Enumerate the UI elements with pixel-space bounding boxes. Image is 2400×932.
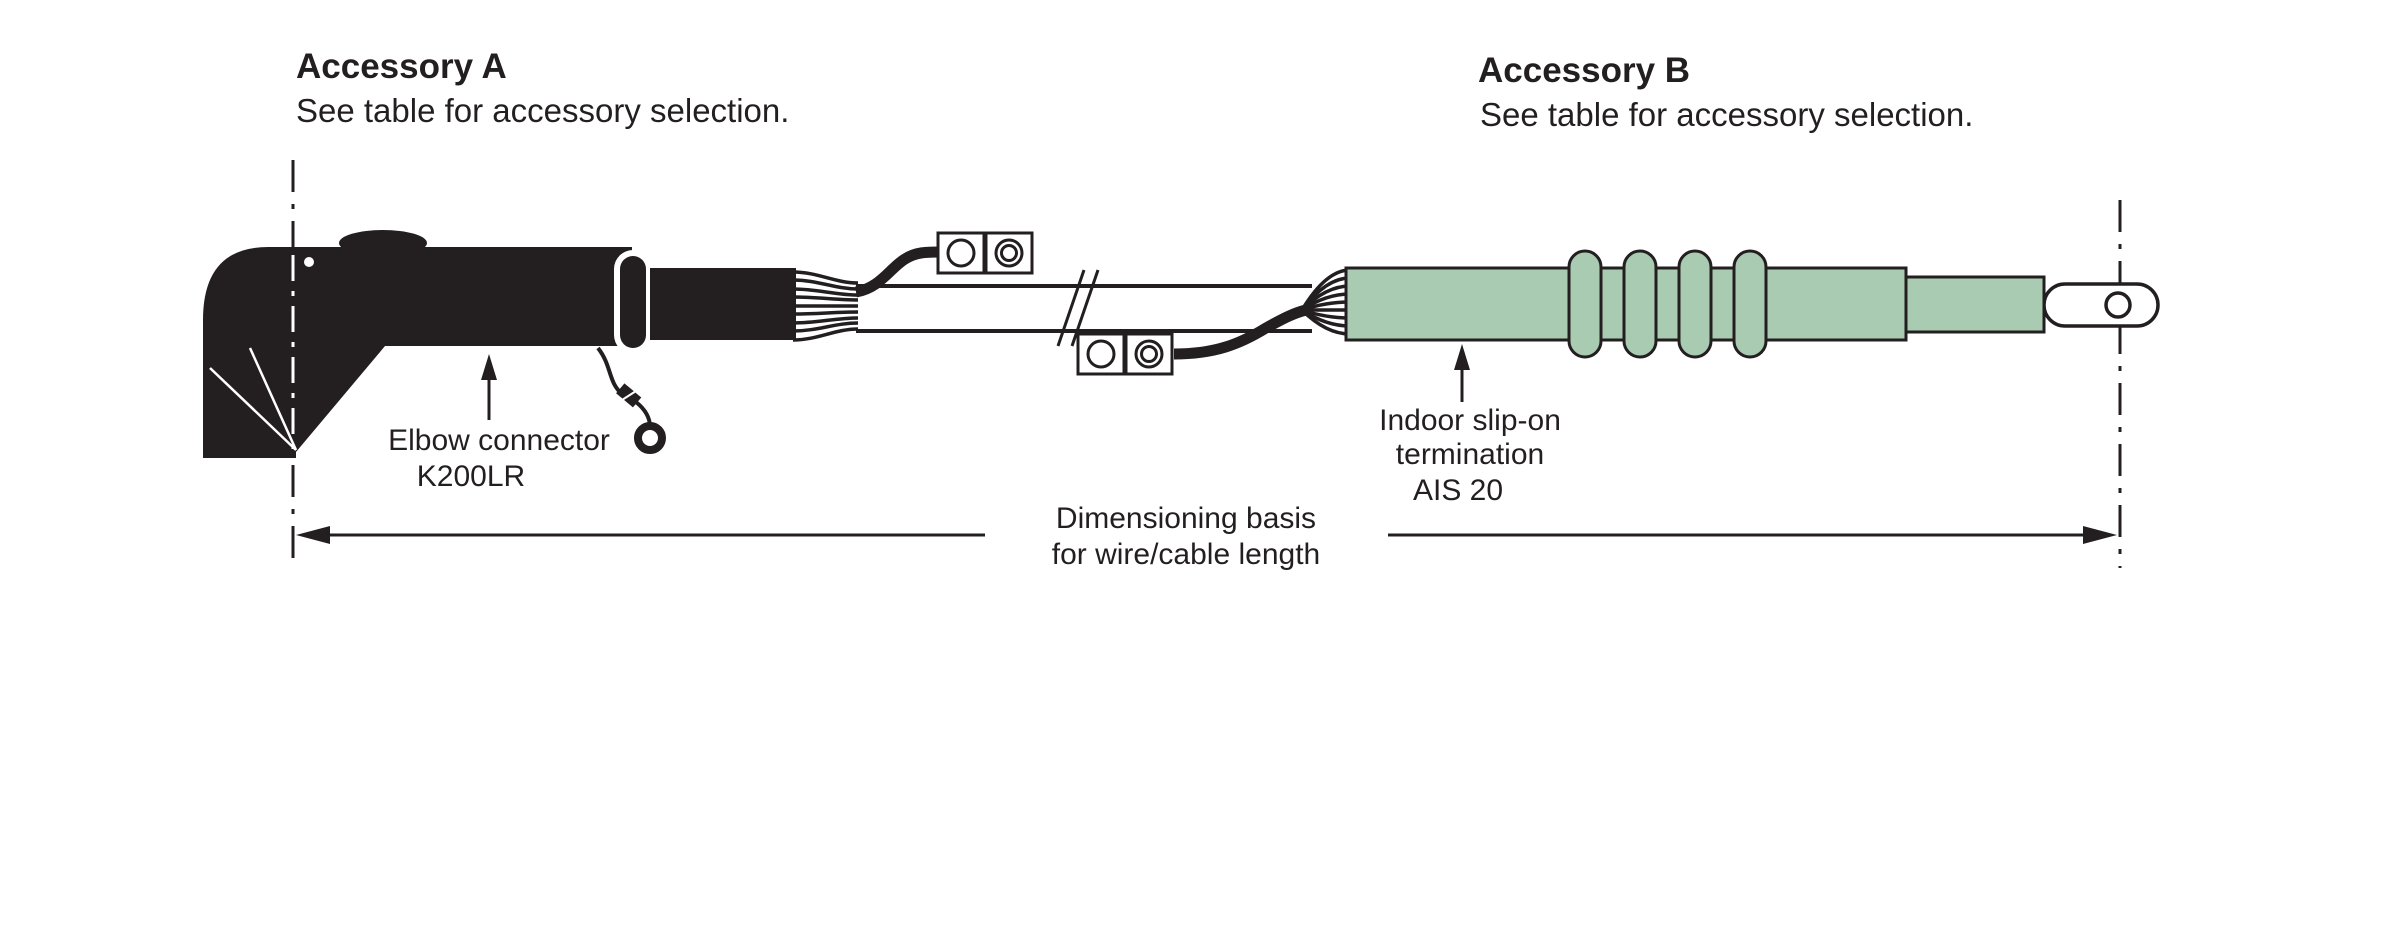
- dimension-arrow-right: [2083, 526, 2117, 544]
- clamp-band-ring: [620, 256, 646, 348]
- elbow-notch: [304, 257, 314, 267]
- elbow-label-line1: Elbow connector: [388, 424, 610, 457]
- elbow-connector-body: [203, 247, 632, 458]
- earth-connector-block-top: [936, 231, 1034, 275]
- elbow-connector: [203, 230, 632, 458]
- shield-braid-right: [1300, 268, 1351, 336]
- clamp-band: [614, 250, 652, 354]
- dimension-arrow-left: [296, 526, 330, 544]
- test-point-cap: [339, 230, 427, 256]
- cable-lug: [2042, 282, 2160, 328]
- ring-terminal: [634, 422, 666, 454]
- elbow-mold-seam-1: [248, 347, 298, 451]
- cable-break-mark-2: [1070, 269, 1100, 347]
- cable: [856, 269, 1312, 347]
- accessory-b-note: See table for accessory selection.: [1480, 96, 1973, 133]
- dimension-label-line2: for wire/cable length: [1052, 538, 1320, 571]
- elbow-callout: Elbow connector K200LR: [388, 354, 610, 493]
- termination-sheds: [1567, 249, 1768, 359]
- accessory-b-title: Accessory B: [1478, 51, 1690, 90]
- elbow-callout-arrowhead: [481, 354, 497, 380]
- termination-label-line3: AIS 20: [1413, 474, 1503, 507]
- accessory-a-title: Accessory A: [296, 47, 507, 86]
- cable-break-mark: [1056, 269, 1086, 347]
- earth-strap-bottom: [1173, 304, 1308, 360]
- termination-callout-arrowhead: [1454, 344, 1470, 370]
- termination-callout: Indoor slip-on termination AIS 20: [1379, 344, 1561, 507]
- crimp-highlight: [621, 390, 637, 401]
- elbow-label-line2: K200LR: [417, 460, 525, 493]
- elbow-mold-seam-2: [209, 367, 297, 451]
- dimension-line: Dimensioning basis for wire/cable length: [296, 502, 2117, 571]
- drain-wire: [596, 346, 666, 454]
- cable-adapter-section: [650, 268, 796, 340]
- shield-braid-left: [792, 270, 859, 342]
- drain-wire-upper: [596, 346, 624, 396]
- termination-label-line1: Indoor slip-on: [1379, 404, 1561, 437]
- termination-end-sleeve: [1904, 275, 2046, 334]
- earth-connector-block-bottom: [1076, 332, 1174, 376]
- dimension-label-line1: Dimensioning basis: [1056, 502, 1316, 535]
- headings: Accessory A See table for accessory sele…: [296, 47, 1973, 133]
- slip-on-termination: [1344, 249, 2160, 359]
- termination-label-line2: termination: [1396, 438, 1544, 471]
- accessory-a-note: See table for accessory selection.: [296, 92, 789, 129]
- lug-bolt-hole: [2104, 291, 2132, 319]
